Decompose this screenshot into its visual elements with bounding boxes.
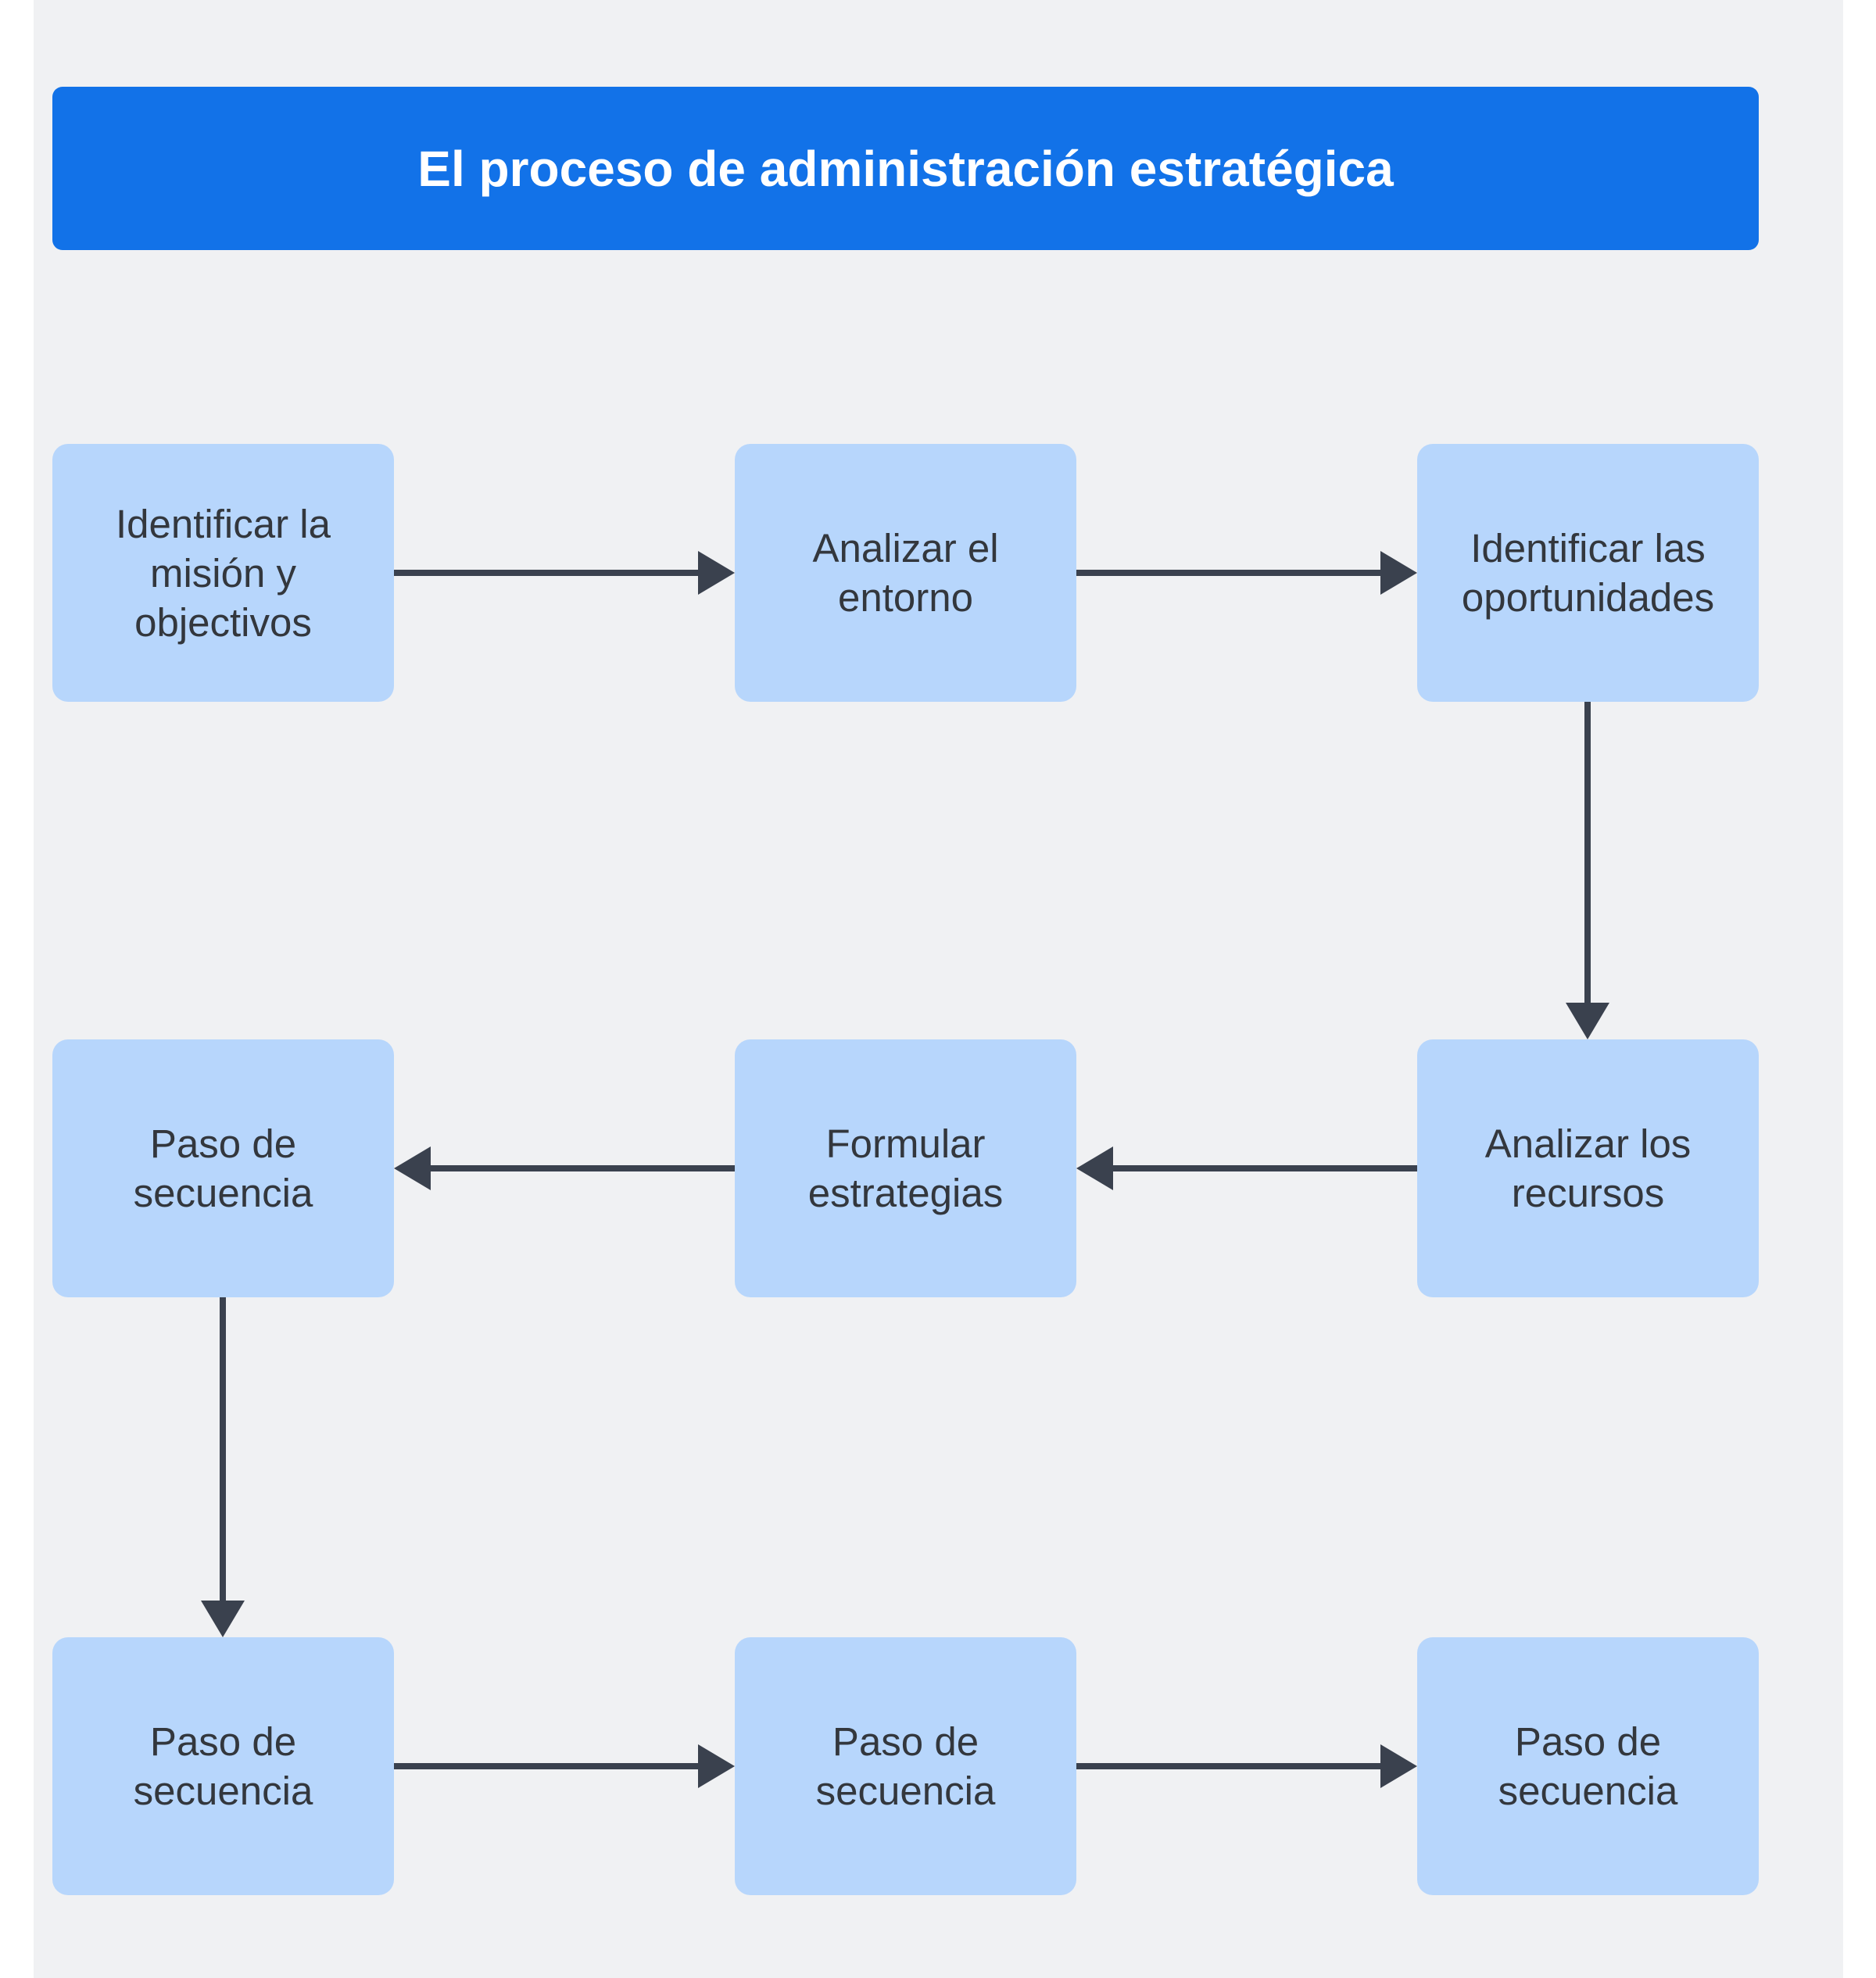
node-label-analizar-recursos: Analizar los recursos — [1484, 1121, 1692, 1215]
flow-node-formular-estrategias[interactable]: Formular estrategias — [735, 1039, 1076, 1297]
arrowhead-right-icon — [1380, 1744, 1417, 1788]
arrowhead-right-icon — [698, 551, 735, 595]
arrowhead-right-icon — [698, 1744, 735, 1788]
arrowhead-right-icon — [1380, 551, 1417, 595]
flow-node-paso-secuencia-4[interactable]: Paso de secuencia — [1417, 1637, 1759, 1895]
arrow-line — [431, 1165, 735, 1171]
arrow-line — [394, 570, 700, 576]
arrow-line — [1076, 1763, 1382, 1769]
arrowhead-down-icon — [1566, 1003, 1609, 1039]
flow-node-paso-secuencia-1[interactable]: Paso de secuencia — [52, 1039, 394, 1297]
arrow-line — [394, 1763, 700, 1769]
node-label-paso-secuencia-1: Paso de secuencia — [133, 1121, 313, 1215]
diagram-title: El proceso de administración estratégica — [417, 140, 1394, 197]
flow-node-identificar-oportunidades[interactable]: Identificar las oportunidades — [1417, 444, 1759, 702]
arrow-line — [1076, 570, 1382, 576]
node-label-identificar-mision: Identificar la misión y objectivos — [116, 501, 331, 645]
arrowhead-left-icon — [394, 1146, 431, 1190]
flow-node-paso-secuencia-3[interactable]: Paso de secuencia — [735, 1637, 1076, 1895]
arrow-line — [220, 1297, 226, 1601]
arrowhead-left-icon — [1076, 1146, 1113, 1190]
flow-node-analizar-recursos[interactable]: Analizar los recursos — [1417, 1039, 1759, 1297]
arrow-line — [1584, 702, 1591, 1003]
node-label-paso-secuencia-2: Paso de secuencia — [133, 1719, 313, 1813]
flow-node-identificar-mision[interactable]: Identificar la misión y objectivos — [52, 444, 394, 702]
arrowhead-down-icon — [201, 1601, 245, 1637]
arrow-line — [1113, 1165, 1417, 1171]
title-bar-shape[interactable]: El proceso de administración estratégica — [52, 87, 1759, 250]
node-label-paso-secuencia-3: Paso de secuencia — [815, 1719, 996, 1813]
node-label-formular-estrategias: Formular estrategias — [807, 1121, 1004, 1215]
flow-node-analizar-entorno[interactable]: Analizar el entorno — [735, 444, 1076, 702]
node-label-identificar-oportunidades: Identificar las oportunidades — [1461, 526, 1715, 620]
node-label-paso-secuencia-4: Paso de secuencia — [1498, 1719, 1678, 1813]
flow-node-paso-secuencia-2[interactable]: Paso de secuencia — [52, 1637, 394, 1895]
node-label-analizar-entorno: Analizar el entorno — [812, 526, 999, 620]
